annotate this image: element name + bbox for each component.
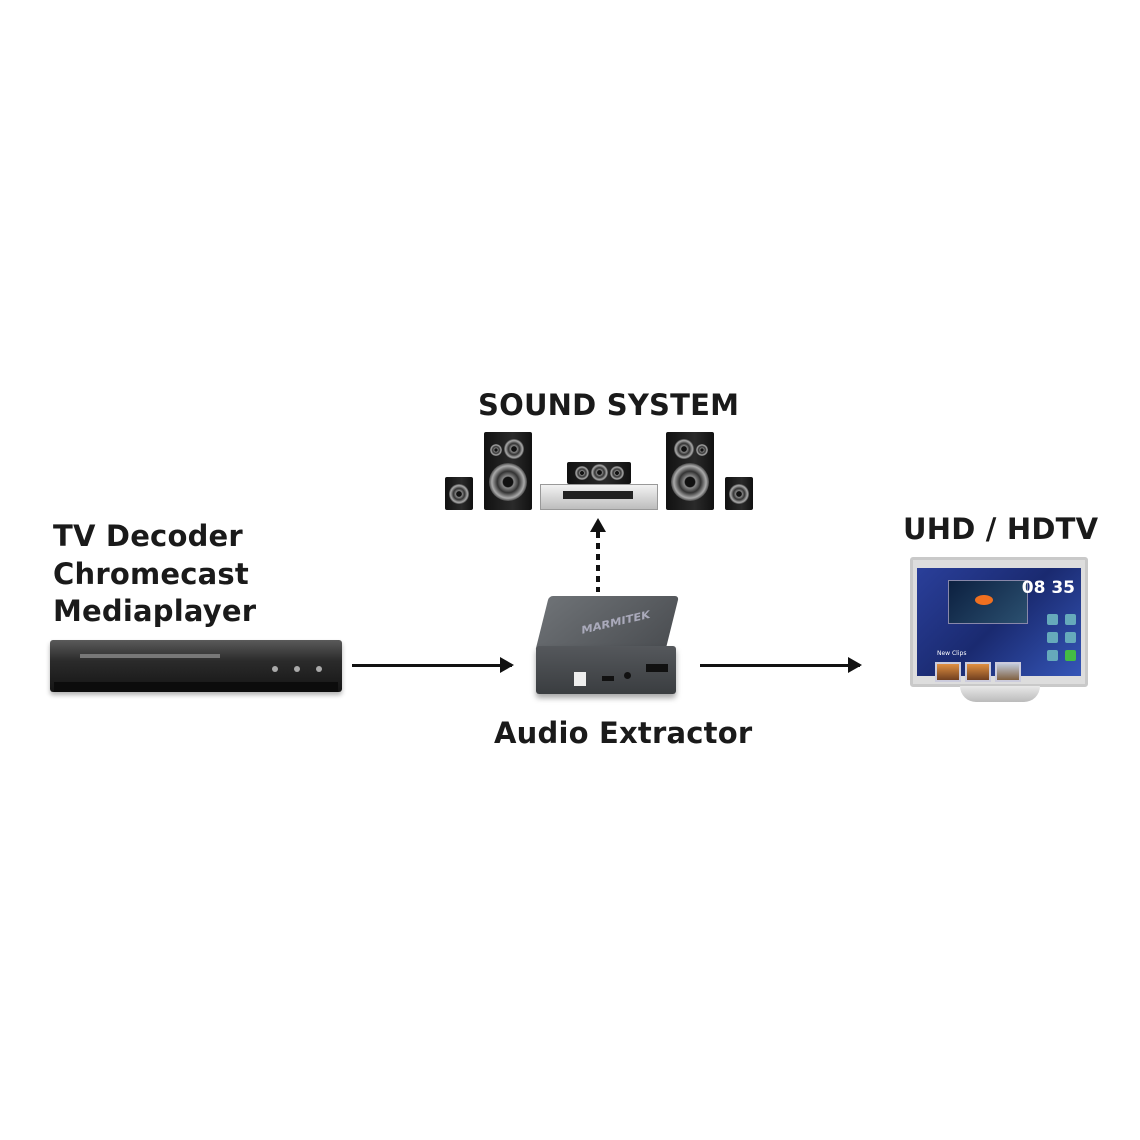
dotted-arrow-extractor-to-sound: [596, 532, 600, 592]
tv-stand: [960, 686, 1040, 702]
tv-image: 08 35 New Clips: [910, 557, 1088, 687]
source-line-mediaplayer: Mediaplayer: [53, 594, 257, 628]
source-line-chromecast: Chromecast: [53, 556, 249, 591]
tv-panel-title: New Clips: [937, 650, 967, 657]
tv-label: UHD / HDTV: [903, 512, 1099, 546]
audio-extractor-image: MARMITEK: [535, 596, 679, 700]
arrow-extractor-to-tv: [700, 657, 862, 673]
dotted-arrow-head: [590, 518, 606, 532]
source-line-tv-decoder: TV Decoder: [53, 519, 243, 553]
marmitek-logo: MARMITEK: [581, 608, 650, 637]
sound-system-label: SOUND SYSTEM: [478, 388, 740, 422]
media-player-image: [50, 640, 342, 692]
audio-extractor-label: Audio Extractor: [494, 716, 753, 750]
source-label: TV Decoder Chromecast Mediaplayer: [53, 518, 256, 631]
tv-clock: 08 35: [1021, 578, 1075, 598]
arrow-source-to-extractor: [352, 657, 514, 673]
